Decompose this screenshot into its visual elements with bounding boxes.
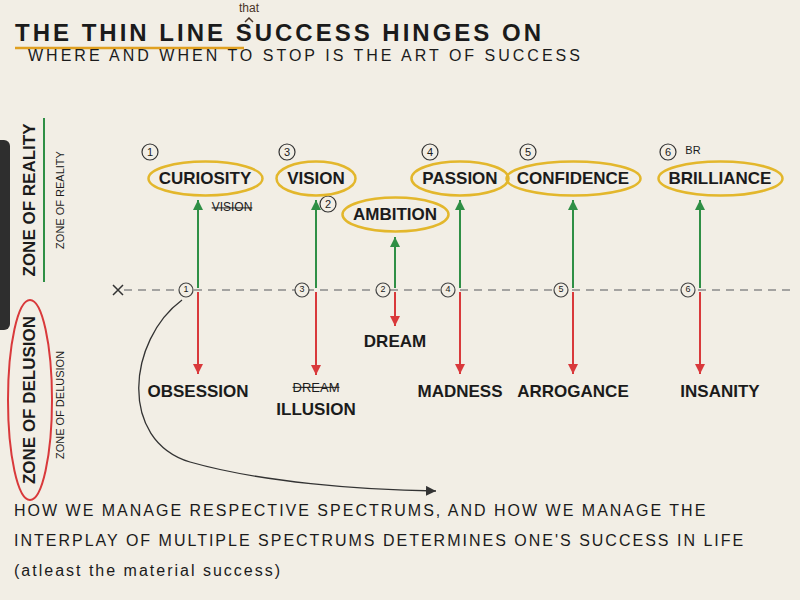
subtitle: WHERE AND WHEN TO STOP IS THE ART OF SUC… bbox=[28, 47, 583, 65]
line-circles bbox=[179, 283, 695, 297]
callout-number: 4 bbox=[427, 146, 433, 158]
delusion-word: ILLUSION bbox=[276, 401, 355, 420]
number-circle bbox=[320, 196, 336, 212]
green-arrow bbox=[394, 237, 396, 288]
red-arrow bbox=[459, 292, 461, 374]
virtue-name: CURIOSITY bbox=[159, 170, 252, 187]
virtue-ellipse: BRILLIANCE bbox=[657, 160, 784, 197]
zone-note: ZONE OF REALITY bbox=[54, 151, 66, 249]
ellipse-outline bbox=[148, 161, 262, 195]
virtue-ellipse: CONFIDENCE bbox=[505, 160, 642, 197]
struck-word: BR bbox=[685, 144, 700, 156]
zone-note: ZONE OF DELUSION bbox=[54, 351, 66, 459]
ellipse-outline bbox=[412, 161, 509, 195]
zone-loop bbox=[8, 300, 52, 500]
number-circle bbox=[142, 144, 158, 160]
red-arrow bbox=[572, 292, 574, 374]
insertion-note: that bbox=[239, 2, 259, 15]
struck-word: VISION bbox=[212, 201, 253, 214]
ellipse-outline bbox=[342, 197, 448, 231]
line-number: 3 bbox=[299, 285, 304, 295]
delusion-word: MADNESS bbox=[417, 383, 502, 402]
delusion-word: ARROGANCE bbox=[517, 383, 628, 402]
line-number: 5 bbox=[558, 285, 563, 295]
virtue-ellipse: VISION bbox=[275, 160, 357, 197]
red-arrow bbox=[394, 292, 396, 326]
zone-marker bbox=[43, 118, 45, 282]
delusion-word: OBSESSION bbox=[147, 383, 248, 402]
virtue-name: PASSION bbox=[422, 170, 497, 187]
callout-number: 1 bbox=[147, 146, 153, 158]
callout-number: 3 bbox=[284, 146, 290, 158]
caption: HOW WE MANAGE RESPECTIVE SPECTRUMS, AND … bbox=[14, 496, 786, 586]
line-number: 2 bbox=[380, 285, 385, 295]
delusion-arrows bbox=[198, 292, 700, 375]
delusion-word: DREAM bbox=[364, 333, 426, 352]
axis-cross bbox=[113, 285, 123, 295]
title: THE THIN LINE SUCCESS HINGES ON bbox=[15, 20, 544, 46]
ellipse-outline bbox=[658, 161, 782, 195]
number-circle bbox=[554, 283, 568, 297]
number-circle bbox=[681, 283, 695, 297]
red-arrow bbox=[315, 292, 317, 375]
virtue-name: VISION bbox=[287, 170, 345, 187]
line-number: 4 bbox=[445, 285, 450, 295]
red-arrow bbox=[699, 292, 701, 374]
ellipse-outline bbox=[506, 161, 640, 195]
red-arrow bbox=[197, 292, 199, 374]
number-circle bbox=[660, 144, 676, 160]
number-circle bbox=[376, 283, 390, 297]
virtue-ellipse: CURIOSITY bbox=[147, 160, 264, 197]
struck-word: DREAM bbox=[293, 381, 340, 395]
line-number: 6 bbox=[685, 285, 690, 295]
line-number: 1 bbox=[183, 285, 188, 295]
callout-number: 2 bbox=[325, 198, 331, 210]
number-circle bbox=[279, 144, 295, 160]
zone-label: ZONE OF REALITY bbox=[21, 124, 40, 277]
callout-number: 5 bbox=[525, 146, 531, 158]
ellipse-outline bbox=[277, 161, 356, 195]
green-arrow bbox=[459, 200, 461, 288]
number-circle bbox=[520, 144, 536, 160]
delusion-word: INSANITY bbox=[680, 383, 759, 402]
pointer-curve bbox=[139, 300, 436, 491]
green-arrow bbox=[197, 200, 199, 288]
number-circle bbox=[422, 144, 438, 160]
virtue-ellipse: AMBITION bbox=[341, 196, 450, 233]
number-circle bbox=[295, 283, 309, 297]
green-arrow bbox=[315, 200, 317, 288]
number-circle bbox=[441, 283, 455, 297]
virtue-name: BRILLIANCE bbox=[669, 170, 772, 187]
virtue-name: CONFIDENCE bbox=[517, 170, 629, 187]
callout-number: 6 bbox=[665, 146, 671, 158]
virtue-name: AMBITION bbox=[353, 206, 437, 223]
clipboard-clip bbox=[0, 140, 10, 330]
green-arrow bbox=[572, 200, 574, 288]
number-circle bbox=[179, 283, 193, 297]
green-arrow bbox=[699, 200, 701, 288]
zone-label: ZONE OF DELUSION bbox=[21, 316, 40, 484]
virtue-ellipse: PASSION bbox=[410, 160, 510, 197]
